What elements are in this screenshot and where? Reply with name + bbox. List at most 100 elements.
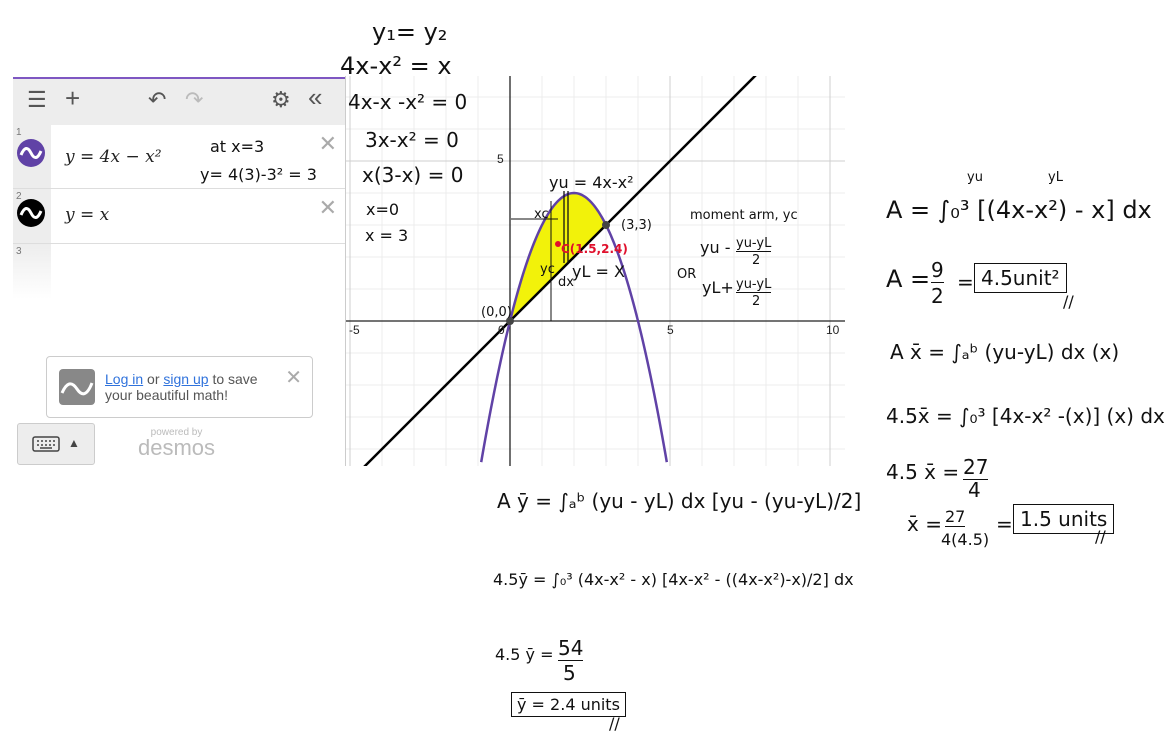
expression-formula[interactable]: y = x [65,205,110,225]
note-area-num: 9 [931,258,944,283]
desmos-logo-icon [59,369,95,405]
note-m2-num: yu-yL [736,277,772,293]
note-ax-num: 27 [963,455,989,480]
note-yl: yL = X [572,262,625,281]
expression-row-1[interactable]: 1 y = 4x − x² ✕ [13,125,345,189]
note-area-def: A = ∫₀³ [(4x-x²) - x] dx [886,196,1152,224]
close-icon[interactable]: ✕ [285,367,302,389]
login-text: or [147,371,160,387]
x-tick-label: 0 [498,323,505,337]
y-tick-label: 5 [497,152,504,166]
x-tick-label: 5 [667,323,674,337]
note-xbar-num: 27 [945,507,966,527]
ybar-answer-box: ȳ = 2.4 units [511,692,626,717]
intersection-point[interactable] [602,221,610,229]
signup-link[interactable]: sign up [163,371,209,387]
keyboard-icon [32,436,60,452]
expression-panel: ☰ + ↶ ↷ ⚙ « 1 y = 4x − x² ✕ 2 [13,76,346,466]
expression-row-3[interactable]: 3 [13,244,345,299]
note-area-res: A = [886,265,931,293]
note-tick: // [1095,527,1106,546]
origin-point[interactable] [506,317,514,325]
note-ay-num: 54 [558,636,584,661]
keyboard-toggle-button[interactable]: ▲ [17,423,95,465]
note-m1: yu - [700,238,731,257]
note-xbar: x̄ = [907,512,942,536]
line-curve [363,76,757,466]
note-area-den: 2 [931,284,944,308]
note-eq-1: 4x-x -x² = 0 [348,90,468,114]
note-tick: // [609,714,620,733]
note-at-x: at x=3 [210,137,265,156]
note-or: OR [677,267,697,282]
x-tick-label: 10 [826,323,840,337]
note-area-yl: yL [1048,170,1063,185]
note-area-eq: = [957,270,974,294]
gear-icon[interactable]: ⚙ [271,87,291,112]
note-ay-res: 4.5 ȳ = [495,645,554,664]
graph-toggle-icon[interactable] [17,139,45,167]
note-m2: yL+ [702,278,734,297]
note-m1-den: 2 [752,253,761,268]
delete-expression-icon[interactable]: ✕ [318,131,337,156]
note-ax-den: 4 [968,478,981,502]
expression-gutter: 3 [13,244,51,299]
note-yc: yc [540,262,555,277]
note-moment: moment arm, yc [690,208,798,223]
chevron-up-icon: ▲ [68,436,80,450]
expression-gutter: 1 [13,125,51,188]
expression-index: 1 [16,127,22,138]
x-tick-label: -5 [349,323,360,337]
note-ay-den: 5 [563,661,576,685]
note-ay-sub: 4.5ȳ = ∫₀³ (4x-x² - x) [4x-x² - ((4x-x²)… [493,570,854,589]
note-xbar-eq: = [996,512,1013,536]
login-link[interactable]: Log in [105,371,144,387]
note-tick: // [1063,292,1074,311]
login-prompt: Log in or sign up to save your beautiful… [46,356,313,418]
menu-icon[interactable]: ☰ [27,87,47,112]
graph-toggle-icon[interactable] [17,199,45,227]
note-yu: yu = 4x-x² [549,173,634,192]
note-eq-3: x(3-x) = 0 [362,163,464,187]
note-ax-sub: 4.5x̄ = ∫₀³ [4x-x² -(x)] (x) dx [886,404,1165,428]
graph-paper[interactable]: -5 0 5 10 5 [346,76,845,466]
area-answer-box: 4.5unit² [974,263,1067,293]
graph-svg: -5 0 5 10 5 [346,76,845,466]
note-eq-4: x=0 [366,200,400,219]
desmos-calculator: ☰ + ↶ ↷ ⚙ « 1 y = 4x − x² ✕ 2 [13,76,845,466]
note-m2-den: 2 [752,294,761,309]
expression-row-2[interactable]: 2 y = x ✕ [13,189,345,244]
desmos-wordmark: desmos [138,435,216,460]
add-expression-icon[interactable]: + [65,83,81,113]
shaded-region [510,193,606,321]
centroid-point[interactable] [555,241,561,247]
note-m1-num: yu-yL [736,236,772,252]
note-intersect: (3,3) [621,218,652,233]
note-top-2: 4x-x² = x [340,52,452,80]
powered-by-desmos: powered by desmos [138,427,215,461]
delete-expression-icon[interactable]: ✕ [318,195,337,220]
xbar-answer-box: 1.5 units [1013,504,1115,534]
expression-index: 3 [16,246,22,257]
redo-icon[interactable]: ↷ [185,87,204,112]
note-centroid: C(1.5,2.4) [561,242,628,256]
expression-toolbar: ☰ + ↶ ↷ ⚙ « [13,77,345,125]
note-eq-5: x = 3 [365,226,409,245]
undo-icon[interactable]: ↶ [148,87,167,112]
note-ax-def: A x̄ = ∫ₐᵇ (yu-yL) dx (x) [890,340,1120,364]
note-ay-def: A ȳ = ∫ₐᵇ (yu - yL) dx [yu - (yu-yL)/2] [497,489,862,513]
note-xc: xc [534,207,549,222]
note-top-1: y₁= y₂ [372,18,448,46]
note-at-y: y= 4(3)-3² = 3 [200,165,317,184]
note-area-yu: yu [967,170,983,185]
collapse-panel-icon[interactable]: « [308,82,323,112]
note-origin: (0,0) [481,305,512,320]
expression-formula[interactable]: y = 4x − x² [65,147,162,167]
expression-gutter: 2 [13,189,51,243]
expression-index: 2 [16,191,22,202]
note-eq-2: 3x-x² = 0 [365,128,459,152]
parabola-curve [479,191,669,463]
note-ax-res: 4.5 x̄ = [886,460,960,484]
note-xbar-den: 4(4.5) [941,530,990,549]
login-text: to save [212,371,258,387]
